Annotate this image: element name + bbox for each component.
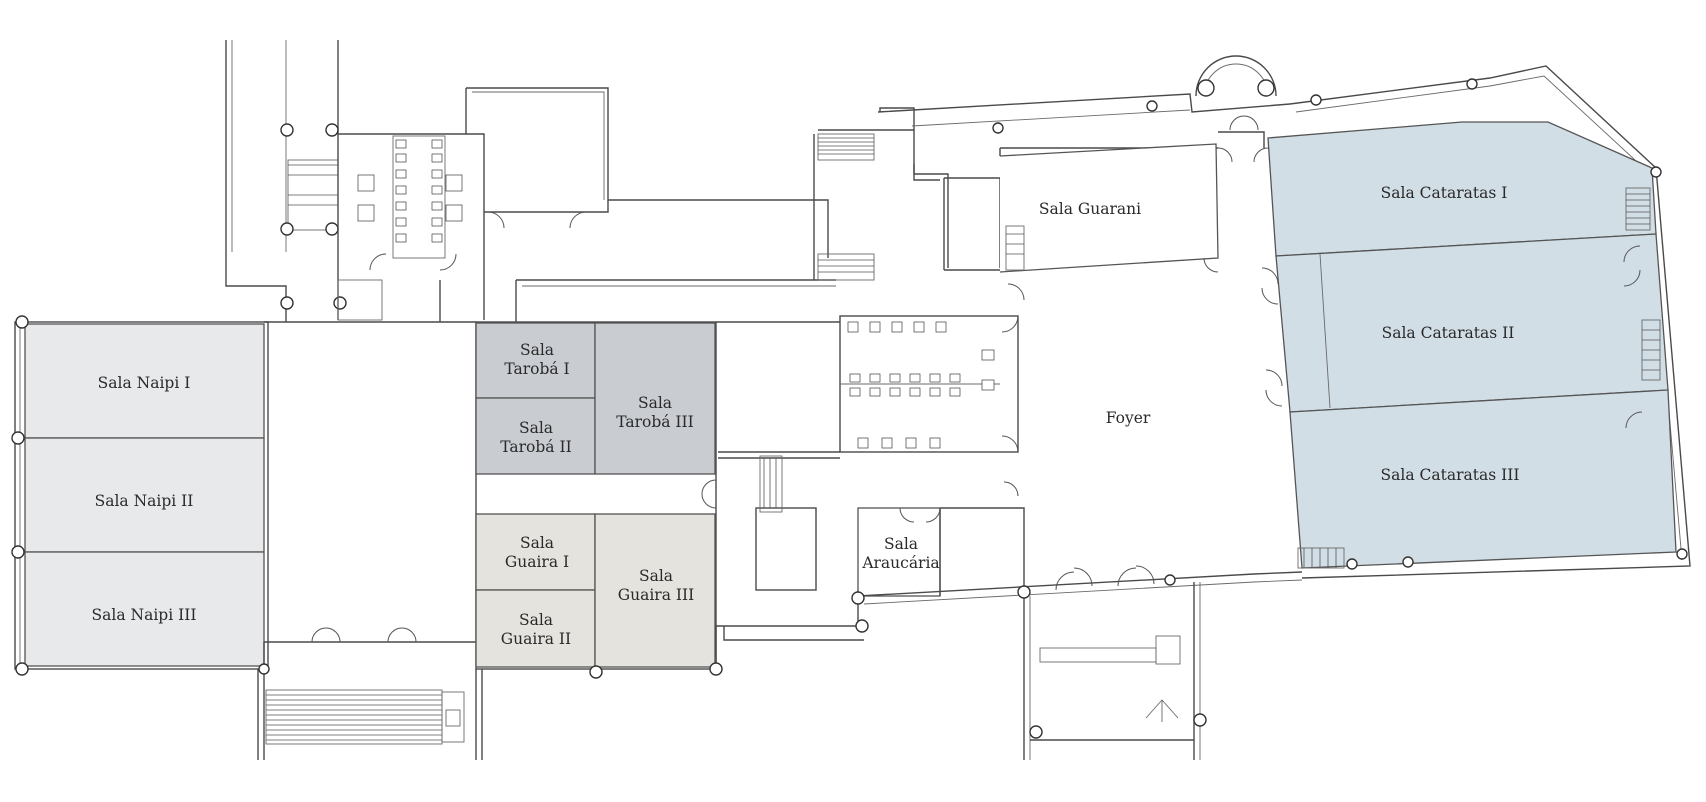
- room-araucaria[interactable]: [857, 507, 941, 597]
- label-taroba-3-line1: Sala: [638, 394, 672, 412]
- label-cataratas-3: Sala Cataratas III: [1381, 466, 1520, 484]
- label-naipi-3: Sala Naipi III: [92, 606, 197, 624]
- label-guaira-1-line2: Guaira I: [505, 553, 569, 571]
- label-foyer: Foyer: [1106, 409, 1151, 427]
- room-naipi-3[interactable]: [24, 551, 265, 667]
- room-guaira-1[interactable]: [475, 513, 596, 591]
- room-taroba-2[interactable]: [475, 397, 596, 475]
- label-cataratas-1: Sala Cataratas I: [1381, 184, 1508, 202]
- room-guaira-3[interactable]: [594, 513, 716, 668]
- restroom-stalls-north: [357, 139, 463, 243]
- label-cataratas-2: Sala Cataratas II: [1382, 324, 1515, 342]
- restroom-stalls-center: [839, 315, 1019, 453]
- room-cataratas-2[interactable]: [1275, 233, 1669, 413]
- room-guaira-2[interactable]: [475, 589, 596, 668]
- columns: [11, 78, 1688, 739]
- room-guarani[interactable]: [999, 143, 1219, 273]
- room-labels: Sala Naipi I Sala Naipi II Sala Naipi II…: [92, 184, 1520, 648]
- label-guaira-2-line2: Guaira II: [501, 630, 571, 648]
- label-taroba-2-line1: Sala: [519, 419, 553, 437]
- west-stairs: [265, 689, 465, 745]
- north-service-block: [225, 40, 836, 322]
- west-lobby: [257, 321, 483, 760]
- label-naipi-1: Sala Naipi I: [98, 374, 191, 392]
- room-taroba-3[interactable]: [594, 322, 716, 475]
- label-guaira-1-line1: Sala: [520, 534, 554, 552]
- label-taroba-2-line2: Tarobá II: [500, 438, 571, 456]
- label-araucaria-line1: Sala: [884, 535, 918, 553]
- label-naipi-2: Sala Naipi II: [95, 492, 194, 510]
- label-taroba-1-line1: Sala: [520, 341, 554, 359]
- label-guarani: Sala Guarani: [1039, 200, 1141, 218]
- label-guaira-3-line2: Guaira III: [618, 586, 695, 604]
- foyer-block: [857, 55, 1303, 760]
- naipi-wing: [14, 321, 269, 670]
- room-taroba-1[interactable]: [475, 322, 596, 399]
- label-taroba-3-line2: Tarobá III: [616, 413, 694, 431]
- room-cataratas-3[interactable]: [1289, 389, 1677, 569]
- cataratas-block: [1267, 65, 1691, 579]
- taroba-guaira-block: [475, 321, 717, 670]
- room-naipi-1[interactable]: [24, 323, 265, 439]
- guarani-block: [813, 107, 1219, 301]
- label-guaira-2-line1: Sala: [519, 611, 553, 629]
- label-taroba-1-line2: Tarobá I: [504, 360, 569, 378]
- label-guaira-3-line1: Sala: [639, 567, 673, 585]
- label-araucaria-line2: Araucária: [861, 554, 939, 572]
- cataratas-stairs: [1297, 187, 1661, 569]
- center-block: [715, 315, 1025, 669]
